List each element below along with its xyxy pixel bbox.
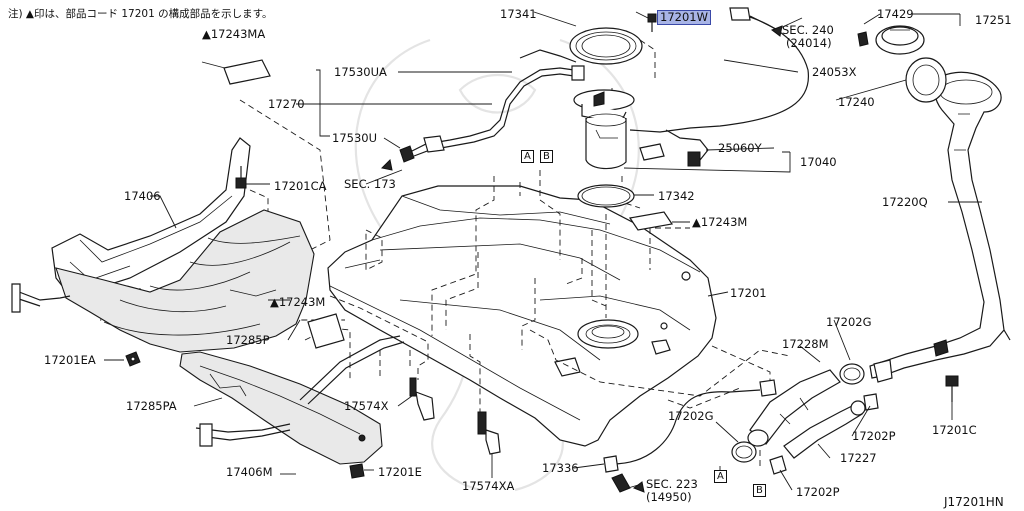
label-17341: 17341 [500,7,537,21]
label-17201w-highlighted[interactable]: 17201W [657,10,711,25]
sender-harness-17336 [603,379,777,493]
filler-tube-17220q [869,71,1011,383]
lock-ring-17341 [569,27,643,65]
label-sec240[interactable]: SEC. 240 [782,23,834,37]
label-17270: 17270 [268,97,305,111]
nut-17201e [349,463,365,479]
label-17530ua: 17530UA [334,65,387,79]
label-17429: 17429 [877,7,914,21]
label-17342: 17342 [658,189,695,203]
label-17243m-right: ▲17243M [692,215,748,229]
diagram-id: J17201HN [944,495,1004,509]
label-17201ca: 17201CA [274,179,327,193]
label-17251: 17251 [975,13,1012,27]
gasket-17342 [577,184,635,208]
label-sec173[interactable]: SEC. 173 [344,177,396,191]
ref-box-b-top: B [540,150,553,163]
fuel-tank [327,185,717,447]
label-17202g-lower: 17202G [668,409,714,423]
screw-17201w [647,13,657,32]
label-17240: 17240 [838,95,875,109]
hose-17270-17530 [399,49,585,163]
label-17406: 17406 [124,189,161,203]
protector-17285p [55,209,315,353]
component-note: 注) ▲印は、部品コード 17201 の構成部品を示します。 [8,8,273,20]
label-17220q: 17220Q [882,195,928,209]
label-17202g-upper: 17202G [826,315,872,329]
harness-25060y [639,129,709,167]
hose-17227 [783,400,866,459]
harness-24053x [629,7,810,133]
protector-17285pa [179,351,383,465]
tank-strap-long [299,335,405,405]
ref-box-a-top: A [521,150,534,163]
clip-17574xa [477,411,501,455]
label-25060y: 25060Y [718,141,762,155]
label-17201ea: 17201EA [44,353,96,367]
label-sec240-ref: (24014) [786,36,832,50]
label-17243ma: ▲17243MA [202,27,266,41]
clamp-17202p-lower [769,455,787,475]
label-sec223-ref: (14950) [646,490,692,504]
label-17201c: 17201C [932,423,977,437]
label-17243m-left: ▲17243M [270,295,326,309]
fuel-pump-17040 [573,89,635,170]
label-17227: 17227 [840,451,877,465]
label-17406m: 17406M [226,465,273,479]
label-17530u: 17530U [332,131,378,145]
tank-strap-bottom [195,423,291,447]
label-24053x: 24053X [812,65,857,79]
label-17202p-upper: 17202P [852,429,896,443]
label-17202p-lower: 17202P [796,485,840,499]
clamp-17202g-lower [731,441,757,463]
label-17285p: 17285P [226,333,270,347]
label-plate-17243m-right [628,211,674,231]
label-17040: 17040 [800,155,837,169]
bolt-17201ca [235,166,247,189]
tank-strap-left [11,283,71,313]
nut-17201ea [125,351,141,367]
clamp-17202p-upper [863,393,879,411]
clamp-17202g-upper [839,363,865,385]
label-17228m: 17228M [782,337,829,351]
label-plate-17243ma [223,59,271,85]
label-17574xa: 17574XA [462,479,515,493]
label-17574x: 17574X [344,399,389,413]
label-17285pa: 17285PA [126,399,177,413]
ref-box-b-bottom: B [753,484,766,497]
label-17336: 17336 [542,461,579,475]
label-17201: 17201 [730,286,767,300]
hose-17228m [747,369,841,447]
clip-17574x [409,377,435,421]
ref-box-a-bottom: A [714,470,727,483]
bolt-17201c [945,375,959,402]
filler-cap-17251 [857,25,925,55]
label-sec223[interactable]: SEC. 223 [646,477,698,491]
label-plate-17243m-left [307,313,345,349]
label-17201e: 17201E [378,465,422,479]
